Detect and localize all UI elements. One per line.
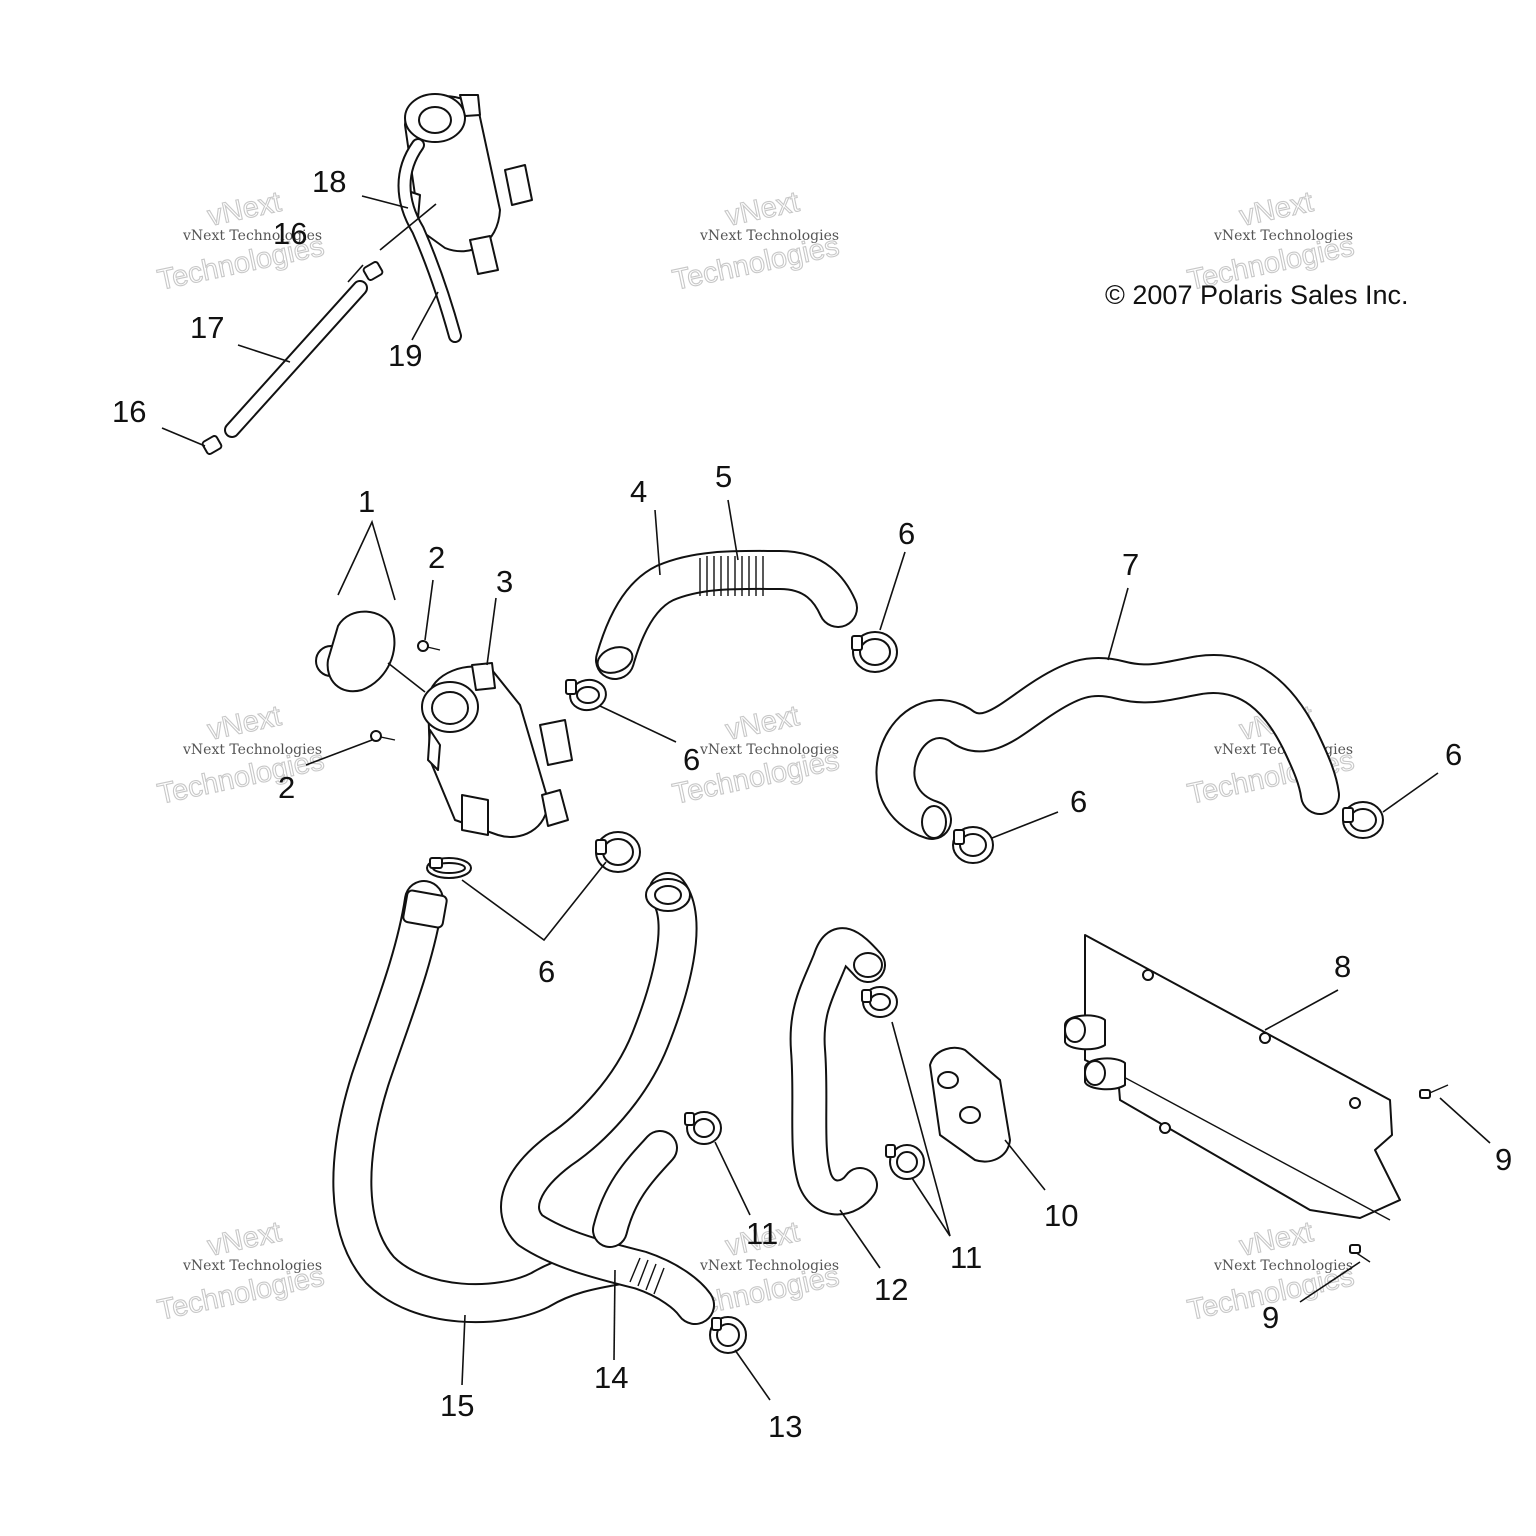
callout-16-upper: 16 xyxy=(273,216,307,251)
radiator-cap xyxy=(315,610,396,693)
hose-14 xyxy=(500,872,715,1325)
copyright-notice: © 2007 Polaris Sales Inc. xyxy=(1105,280,1409,310)
watermark-text: vNext Technologies xyxy=(699,1258,839,1274)
callout-2-upper: 2 xyxy=(428,540,445,575)
leader-lines xyxy=(161,195,1491,1401)
screw-2-lower xyxy=(370,730,396,742)
callout-7: 7 xyxy=(1122,547,1139,582)
watermark-logo: vNext xyxy=(723,700,802,747)
watermark-middle-left: vNext vNext Technologies Technologies xyxy=(154,700,327,812)
callout-6-hose7-right: 6 xyxy=(1445,737,1462,772)
callout-16-lower: 16 xyxy=(112,394,146,429)
vent-tube-19 xyxy=(397,138,462,343)
watermark-text: vNext Technologies xyxy=(1213,1258,1353,1274)
overflow-reservoir xyxy=(404,93,533,275)
callout-4: 4 xyxy=(630,474,647,509)
clamp-6-top-right xyxy=(851,631,898,673)
watermark-logo: vNext xyxy=(723,186,802,233)
watermark-bottom-left: vNext vNext Technologies Technologies xyxy=(154,1216,327,1328)
clamp-13 xyxy=(709,1316,747,1354)
watermark-text: vNext Technologies xyxy=(182,1258,322,1274)
callout-19: 19 xyxy=(388,338,422,373)
clamp-6-center-upper xyxy=(565,678,607,712)
tube-17 xyxy=(224,280,368,438)
clamp-6-center-lower xyxy=(595,831,641,873)
callout-10: 10 xyxy=(1044,1198,1078,1233)
watermark-logo: vNext xyxy=(1237,1216,1316,1263)
callout-15: 15 xyxy=(440,1388,474,1423)
callout-9-lower: 9 xyxy=(1262,1300,1279,1335)
callout-12: 12 xyxy=(874,1272,908,1307)
hose-7 xyxy=(875,654,1340,840)
clamp-6-left-lower xyxy=(426,857,472,879)
clamp-16-lower xyxy=(201,435,223,455)
main-reservoir xyxy=(421,662,573,838)
clamp-11-right-lower xyxy=(885,1144,925,1180)
callout-18: 18 xyxy=(312,164,346,199)
callout-9-upper: 9 xyxy=(1495,1142,1512,1177)
hose-12 xyxy=(789,927,886,1216)
clamp-6-hose7-right xyxy=(1342,801,1384,839)
callout-6-bottom: 6 xyxy=(538,954,555,989)
callout-14: 14 xyxy=(594,1360,628,1395)
watermark-text: vNext Technologies xyxy=(699,742,839,758)
watermark-text: vNext Technologies xyxy=(699,228,839,244)
watermark-top-center: vNext vNext Technologies Technologies xyxy=(669,186,842,298)
clamp-11-left xyxy=(684,1111,722,1145)
callout-6-hose7-left: 6 xyxy=(1070,784,1087,819)
fastener-9-lower xyxy=(1349,1244,1371,1263)
callout-13: 13 xyxy=(768,1409,802,1444)
callout-17: 17 xyxy=(190,310,224,345)
callout-2-lower: 2 xyxy=(278,770,295,805)
hose-4-5 xyxy=(595,549,858,680)
watermark-text: vNext Technologies xyxy=(1213,228,1353,244)
callout-6-center: 6 xyxy=(683,742,700,777)
callout-5: 5 xyxy=(715,459,732,494)
callout-labels: 1 2 2 3 4 5 6 6 6 6 6 7 8 9 9 10 11 11 1… xyxy=(112,164,1512,1444)
clamp-6-hose7-left xyxy=(952,826,994,864)
screw-2-upper xyxy=(417,640,441,652)
callout-3: 3 xyxy=(496,564,513,599)
watermark-text: vNext Technologies xyxy=(182,742,322,758)
bracket-10 xyxy=(929,1046,1011,1163)
callout-8: 8 xyxy=(1334,949,1351,984)
watermark-logo: vNext xyxy=(1237,186,1316,233)
watermark-logo: vNext xyxy=(205,1216,284,1263)
callout-6-top-right: 6 xyxy=(898,516,915,551)
watermark-text: vNext Technologies xyxy=(182,228,322,244)
clamp-11-right-upper xyxy=(861,986,898,1018)
hose-15 xyxy=(332,880,640,1324)
heat-exchanger-8 xyxy=(1064,934,1401,1221)
callout-1: 1 xyxy=(358,484,375,519)
fastener-9-upper xyxy=(1419,1084,1449,1099)
callout-11-right: 11 xyxy=(950,1240,982,1275)
callout-11-left: 11 xyxy=(746,1216,778,1251)
watermark-logo: vNext xyxy=(205,700,284,747)
clamp-16-upper xyxy=(362,261,384,281)
